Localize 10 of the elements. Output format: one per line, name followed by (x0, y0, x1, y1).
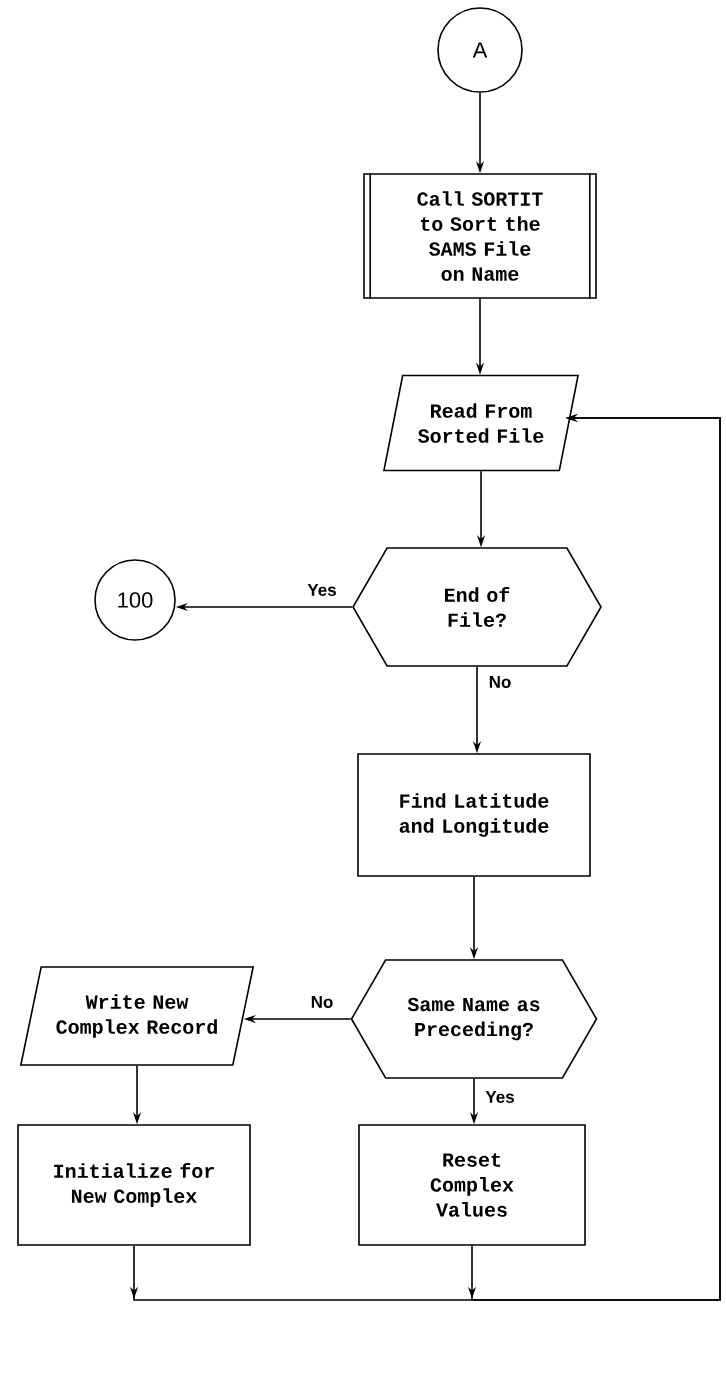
decision-hexagon: End of File? (352, 547, 602, 667)
edge-label: Yes (306, 583, 338, 597)
decision-hexagon: Same Name as Preceding? (350, 959, 598, 1079)
edge-label: No (487, 675, 513, 689)
process-box: Reset Complex Values (358, 1124, 586, 1246)
edge-label: No (309, 995, 335, 1009)
process-box: Initialize for New Complex (17, 1124, 251, 1246)
process-box: Find Latitude and Longitude (357, 753, 591, 877)
edge-label: Yes (484, 1090, 516, 1104)
subroutine-box: Call SORTIT to Sort the SAMS File on Name (363, 172, 597, 300)
